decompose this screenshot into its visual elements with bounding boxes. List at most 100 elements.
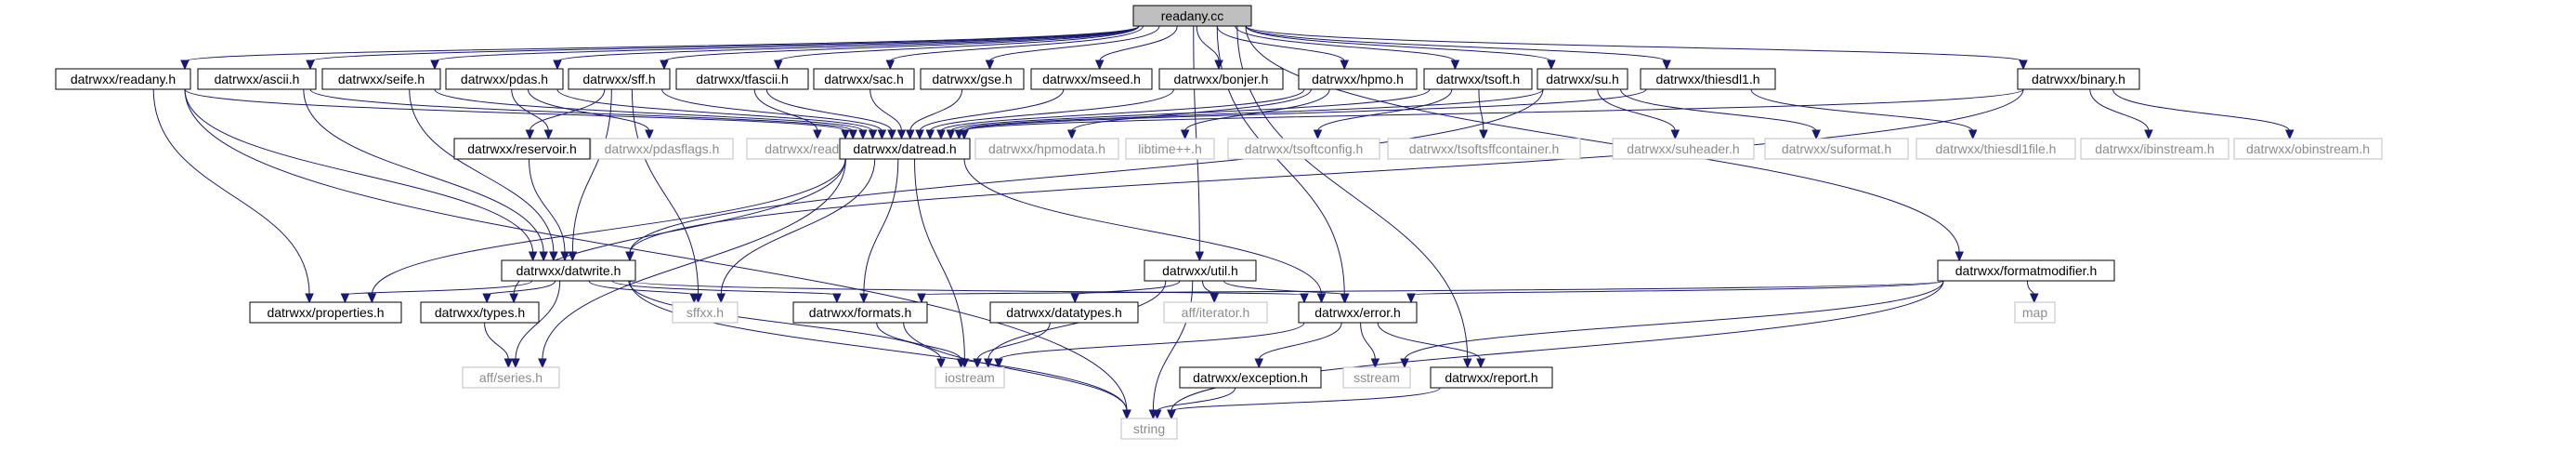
node-box xyxy=(2017,68,2140,90)
arrowhead-datwrite_h-to-error_h xyxy=(1300,293,1309,304)
node-box xyxy=(445,68,564,90)
node-binary_h[interactable]: datrwxx/binary.h xyxy=(2017,68,2140,90)
node-thiesdl1_h[interactable]: datrwxx/thiesdl1.h xyxy=(1640,68,1776,90)
node-label: datrwxx/obinstream.h xyxy=(2246,141,2370,156)
arrowhead-bonjer_h-to-datread_h xyxy=(925,129,935,140)
node-properties_h[interactable]: datrwxx/properties.h xyxy=(249,301,402,324)
node-label: datrwxx/mseed.h xyxy=(1042,72,1141,86)
arrowhead-readany-to-mseed_h xyxy=(1094,60,1105,71)
node-sff_h[interactable]: datrwxx/sff.h xyxy=(568,68,671,90)
arrowhead-readany_h-to-datwrite_h xyxy=(528,251,538,262)
edge-readany-to-mseed_h xyxy=(1099,25,1178,62)
edge-readany-to-gse_h xyxy=(988,25,1160,62)
edge-ascii_h-to-datread_h xyxy=(309,88,854,132)
node-datatypes_h[interactable]: datrwxx/datatypes.h xyxy=(989,301,1139,324)
node-box xyxy=(1387,138,1581,160)
arrowhead-error_h-to-exception_h xyxy=(1254,358,1264,369)
arrowhead-datread_h-to-error_h xyxy=(1316,293,1327,304)
node-box xyxy=(1125,138,1215,160)
node-box xyxy=(2014,301,2056,324)
edge-layer xyxy=(152,25,2295,420)
node-box xyxy=(1536,68,1628,90)
node-label: sffxx.h xyxy=(686,305,724,320)
node-label: datrwxx/util.h xyxy=(1162,263,1238,278)
edge-thiesdl1_h-to-datread_h xyxy=(963,88,1647,132)
node-box xyxy=(1612,138,1755,160)
arrowhead-datread_h-to-types_h xyxy=(509,293,518,304)
node-label: datrwxx/sff.h xyxy=(582,72,655,86)
node-label: datrwxx/hpmo.h xyxy=(1312,72,1404,86)
node-label: sstream xyxy=(1353,370,1400,385)
edge-datwrite_h-to-properties_h xyxy=(344,280,533,296)
node-formatmodifier_h[interactable]: datrwxx/formatmodifier.h xyxy=(1937,259,2115,282)
node-box xyxy=(1298,301,1418,324)
node-box xyxy=(249,301,402,324)
node-obinstream_h: datrwxx/obinstream.h xyxy=(2233,138,2383,160)
node-seife_h[interactable]: datrwxx/seife.h xyxy=(321,68,441,90)
arrowhead-su_h-to-datread_h xyxy=(954,129,964,140)
node-box xyxy=(675,68,809,90)
edge-bonjer_h-to-datread_h xyxy=(929,88,1174,132)
node-label: aff/series.h xyxy=(479,370,543,385)
arrowhead-sff_h-to-datread_h xyxy=(877,129,887,140)
node-readany_h[interactable]: datrwxx/readany.h xyxy=(55,68,191,90)
node-pdas_h[interactable]: datrwxx/pdas.h xyxy=(445,68,564,90)
edge-readany-to-bonjer_h xyxy=(1196,25,1220,62)
node-mseed_h[interactable]: datrwxx/mseed.h xyxy=(1030,68,1153,90)
node-box xyxy=(1179,366,1322,389)
node-box xyxy=(1158,68,1284,90)
node-layer: readany.cc datrwxx/readany.h datrwxx/ascii… xyxy=(55,5,2383,440)
node-sac_h[interactable]: datrwxx/sac.h xyxy=(813,68,915,90)
edge-datread_h-to-sffxx_h xyxy=(720,158,876,296)
arrowhead-readany-to-hpmo_h xyxy=(1340,60,1350,71)
arrowhead-datwrite_h-to-properties_h xyxy=(340,293,350,304)
node-tfascii_h[interactable]: datrwxx/tfascii.h xyxy=(675,68,809,90)
node-ascii_h[interactable]: datrwxx/ascii.h xyxy=(197,68,317,90)
edge-datread_h-to-affseries_h xyxy=(542,158,846,361)
node-hpmo_h[interactable]: datrwxx/hpmo.h xyxy=(1298,68,1418,90)
node-tsoft_h[interactable]: datrwxx/tsoft.h xyxy=(1423,68,1533,90)
node-readany[interactable]: readany.cc xyxy=(1132,5,1252,27)
node-libtime_h: libtime++.h xyxy=(1125,138,1215,160)
node-su_h[interactable]: datrwxx/su.h xyxy=(1536,68,1628,90)
arrowhead-error_h-to-iostream xyxy=(994,358,1003,369)
node-box xyxy=(197,68,317,90)
node-label: datrwxx/datatypes.h xyxy=(1006,305,1122,320)
node-gse_h[interactable]: datrwxx/gse.h xyxy=(920,68,1025,90)
node-error_h[interactable]: datrwxx/error.h xyxy=(1298,301,1418,324)
arrowhead-datwrite_h-to-sffxx_h xyxy=(689,293,700,304)
edge-binary_h-to-obinstream_h xyxy=(2112,88,2291,132)
node-report_h[interactable]: datrwxx/report.h xyxy=(1430,366,1553,389)
arrowhead-exception_h-to-string xyxy=(1152,409,1162,420)
node-reservoir_h[interactable]: datrwxx/reservoir.h xyxy=(453,138,591,160)
arrowhead-tsoft_h-to-tsoftsffcontainer_h xyxy=(1479,129,1488,140)
node-datread_h[interactable]: datrwxx/datread.h xyxy=(839,138,971,160)
arrowhead-readany-to-pdas_h xyxy=(553,60,562,71)
node-label: datrwxx/thiesdl1.h xyxy=(1655,72,1759,86)
node-label: aff/iterator.h xyxy=(1182,305,1250,320)
edge-datread_h-to-properties_h xyxy=(371,158,846,296)
node-sffxx_h: sffxx.h xyxy=(672,301,739,324)
node-label: datrwxx/tfascii.h xyxy=(696,72,789,86)
node-box xyxy=(1937,259,2115,282)
arrowhead-readany_h-to-datread_h xyxy=(841,129,850,140)
edge-readany-to-tsoft_h xyxy=(1235,25,1456,62)
node-util_h[interactable]: datrwxx/util.h xyxy=(1144,259,1257,282)
node-bonjer_h[interactable]: datrwxx/bonjer.h xyxy=(1158,68,1284,90)
arrowhead-datwrite_h-to-formats_h xyxy=(832,293,842,304)
arrowhead-formatmodifier_h-to-sstream xyxy=(1400,358,1409,369)
edge-pdas_h-to-datread_h xyxy=(556,88,874,132)
node-datwrite_h[interactable]: datrwxx/datwrite.h xyxy=(501,259,636,282)
edge-readany_h-to-datread_h xyxy=(184,88,846,132)
node-formats_h[interactable]: datrwxx/formats.h xyxy=(792,301,928,324)
node-box xyxy=(839,138,971,160)
node-exception_h[interactable]: datrwxx/exception.h xyxy=(1179,366,1322,389)
node-tsoftconfig_h: datrwxx/tsoftconfig.h xyxy=(1227,138,1380,160)
node-types_h[interactable]: datrwxx/types.h xyxy=(420,301,540,324)
edge-ascii_h-to-datwrite_h xyxy=(303,88,544,254)
node-box xyxy=(321,68,441,90)
edge-formatmodifier_h-to-formats_h xyxy=(921,280,1944,296)
edge-datread_h-to-iostream xyxy=(914,158,965,361)
arrowhead-su_h-to-suformat_h xyxy=(1811,129,1821,140)
